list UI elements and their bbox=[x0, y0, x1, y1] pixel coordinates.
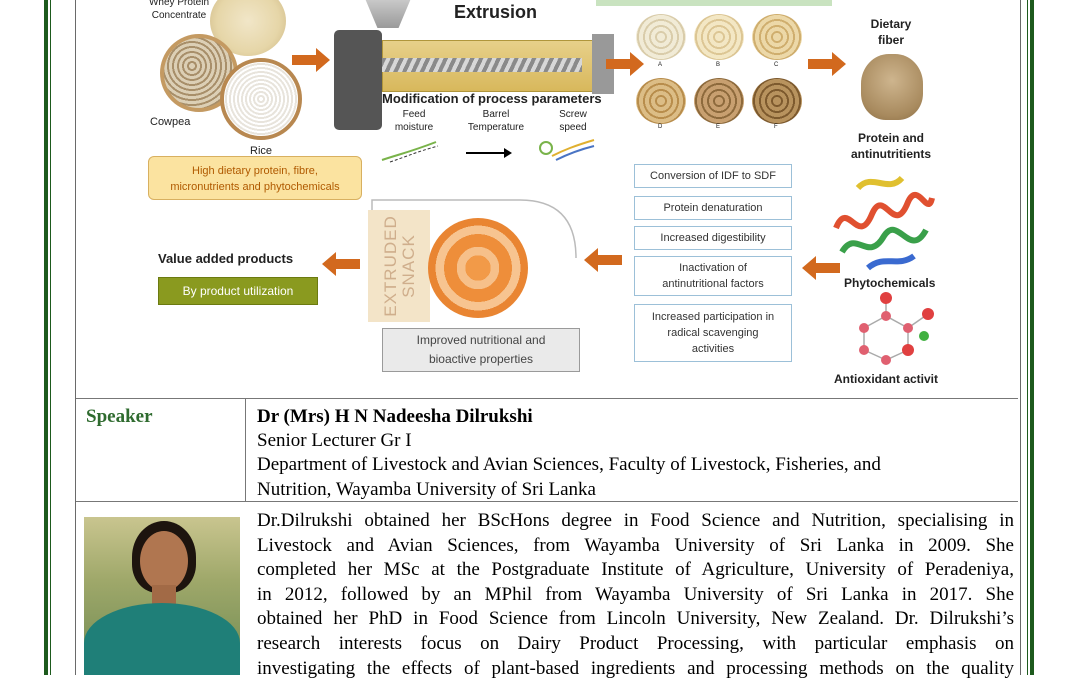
sample-bowl bbox=[752, 78, 802, 124]
sample-bowl bbox=[694, 14, 744, 60]
arrow-right-icon bbox=[292, 48, 330, 72]
bio-line: obtained her PhD in Food Science from Li… bbox=[257, 608, 1014, 630]
value-added-title: Value added products bbox=[158, 251, 294, 266]
whey-label: Whey Protein Concentrate bbox=[148, 0, 210, 21]
speaker-biography: Dr.Dilrukshi obtained her BScHons degree… bbox=[257, 509, 1014, 681]
arrow-left-icon bbox=[322, 252, 360, 276]
left-border-rule-thin bbox=[50, 0, 51, 675]
dietary-fiber-label: Dietary fiber bbox=[870, 17, 912, 47]
photo-shirt bbox=[84, 603, 240, 675]
bio-line: research interests focus on Dairy Produc… bbox=[257, 632, 1014, 654]
table-column-divider bbox=[245, 398, 246, 501]
sample-bowl bbox=[694, 78, 744, 124]
speaker-name: Dr (Mrs) H N Nadeesha Dilrukshi bbox=[257, 406, 533, 427]
content-frame bbox=[75, 0, 1021, 675]
sample-label: D bbox=[658, 124, 663, 130]
bio-line: completed her MSc at the Postgraduate In… bbox=[257, 559, 1014, 581]
graphical-abstract: Whey Protein Concentrate Cowpea Rice Hig… bbox=[76, 0, 1018, 398]
sample-label: C bbox=[774, 62, 779, 68]
effect-box: Protein denaturation bbox=[634, 196, 792, 220]
bio-line: investigating the effects of plant-based… bbox=[257, 657, 1014, 679]
param-feed-moisture: Feed moisture bbox=[394, 109, 434, 133]
sample-label: A bbox=[658, 62, 663, 68]
table-rule-top bbox=[76, 398, 1018, 399]
fiber-powder-image bbox=[861, 54, 923, 120]
antioxidant-label: Antioxidant activit bbox=[834, 372, 939, 386]
param-barrel-temperature: Barrel Temperature bbox=[467, 109, 525, 133]
effect-box: Increased participation in radical scave… bbox=[634, 304, 792, 362]
process-title: Modification of process parameters bbox=[382, 91, 602, 106]
param-screw-speed: Screw speed bbox=[559, 109, 587, 133]
snack-package-image bbox=[368, 210, 430, 322]
arrow-right-icon bbox=[606, 52, 644, 76]
speaker-photo bbox=[84, 517, 240, 675]
bio-line: Livestock and Avian Sciences, from Wayam… bbox=[257, 534, 1014, 556]
cowpea-label: Cowpea bbox=[150, 116, 191, 128]
protein-antinutrients-label: Protein and antinutritients bbox=[851, 131, 931, 161]
extrusion-title: Extrusion bbox=[454, 2, 538, 22]
bio-line: in 2012, followed by an MPhil from Wayam… bbox=[257, 583, 1014, 605]
extruder-screw bbox=[382, 58, 582, 72]
extruder-hopper bbox=[364, 0, 412, 28]
extruder-motor bbox=[334, 30, 382, 130]
sample-bowl bbox=[752, 14, 802, 60]
arrow-left-icon bbox=[802, 256, 840, 280]
screw-speed-curve-icon bbox=[539, 139, 595, 161]
sample-label: E bbox=[716, 124, 721, 130]
feed-moisture-curve-icon bbox=[381, 141, 439, 163]
arrow-right-icon bbox=[808, 52, 846, 76]
right-border-rule-thin bbox=[1027, 0, 1028, 675]
effect-box: Inactivation of antinutritional factors bbox=[634, 256, 792, 296]
table-rule-middle bbox=[76, 501, 1018, 502]
sample-label: F bbox=[774, 124, 778, 130]
extrudate-samples: A B C D E F bbox=[636, 14, 806, 132]
snack-panel-outline bbox=[371, 199, 577, 320]
sample-header-strip bbox=[596, 0, 832, 6]
left-border-rule bbox=[44, 0, 48, 675]
speaker-department-line1: Department of Livestock and Avian Scienc… bbox=[257, 454, 881, 475]
improved-properties-box: Improved nutritional and bioactive prope… bbox=[382, 328, 580, 372]
extruded-snack-text: EXTRUDED SNACK bbox=[381, 215, 419, 317]
rice-bowl-image bbox=[220, 58, 302, 140]
rice-label: Rice bbox=[250, 145, 273, 157]
bio-line: Dr.Dilrukshi obtained her BScHons degree… bbox=[257, 510, 1014, 531]
antioxidant-molecule-image bbox=[859, 292, 934, 365]
arrow-left-icon bbox=[584, 248, 622, 272]
sample-bowl bbox=[636, 78, 686, 124]
extruded-snack-label: EXTRUDED SNACK bbox=[372, 214, 428, 318]
effect-box: Conversion of IDF to SDF bbox=[634, 164, 792, 188]
speaker-department-line2: Nutrition, Wayamba University of Sri Lan… bbox=[257, 479, 596, 500]
extruder-die bbox=[592, 34, 614, 94]
phytochemicals-label: Phytochemicals bbox=[844, 276, 936, 290]
sample-bowl bbox=[636, 14, 686, 60]
photo-face bbox=[140, 531, 188, 591]
protein-structure-image bbox=[833, 175, 935, 271]
speaker-position: Senior Lecturer Gr I bbox=[257, 430, 412, 451]
byproduct-box: By product utilization bbox=[158, 277, 318, 305]
effect-box: Increased digestibility bbox=[634, 226, 792, 250]
speaker-label: Speaker bbox=[86, 406, 153, 427]
sample-label: B bbox=[716, 62, 721, 68]
snack-bowl-image bbox=[428, 218, 528, 318]
right-border-rule bbox=[1030, 0, 1034, 675]
long-arrow-icon bbox=[466, 148, 512, 158]
ingredient-benefit-box: High dietary protein, fibre, micronutrie… bbox=[148, 156, 362, 200]
